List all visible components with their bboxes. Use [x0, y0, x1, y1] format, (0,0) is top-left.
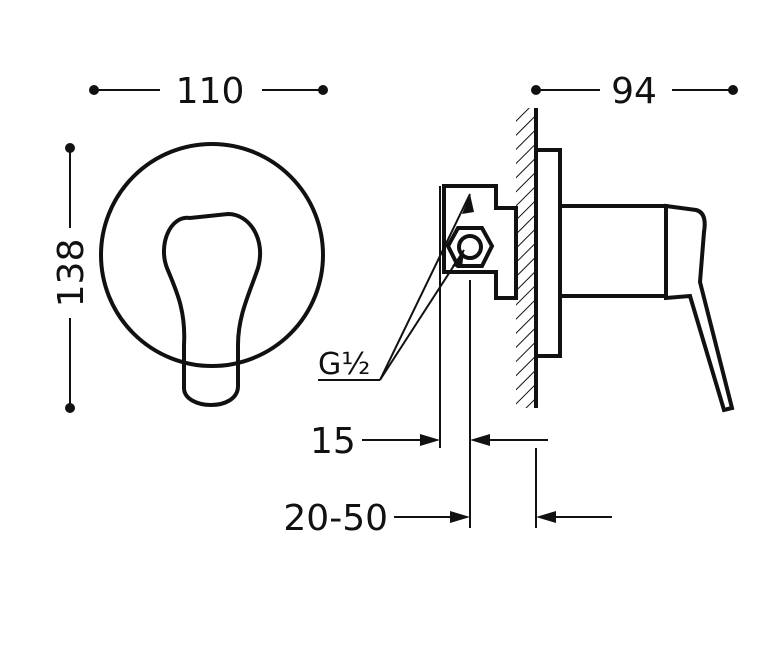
dim-20-50-label: 20-50	[283, 498, 388, 539]
valve-body-side	[442, 184, 518, 300]
dim-15: 15	[310, 421, 548, 462]
mixer-side	[534, 148, 735, 413]
lever-handle	[161, 211, 263, 407]
flange	[534, 148, 562, 358]
dim-height-front: 138	[51, 143, 92, 413]
dim-20-50: 20-50	[283, 448, 612, 539]
hex-inlet	[445, 226, 495, 268]
thread-label: G½	[318, 347, 370, 382]
dim-width-front: 110	[89, 71, 328, 112]
dim-depth-side: 94	[531, 71, 738, 112]
dim-15-label: 15	[310, 421, 356, 462]
dim-110-label: 110	[176, 71, 245, 112]
dim-138-label: 138	[51, 239, 92, 308]
wall-section	[516, 108, 538, 408]
front-view	[99, 142, 325, 407]
thread-callout: G½	[318, 186, 474, 528]
cartridge-body	[558, 204, 668, 298]
cover-plate	[99, 142, 325, 368]
side-lever	[664, 203, 735, 413]
dim-94-label: 94	[611, 71, 657, 112]
